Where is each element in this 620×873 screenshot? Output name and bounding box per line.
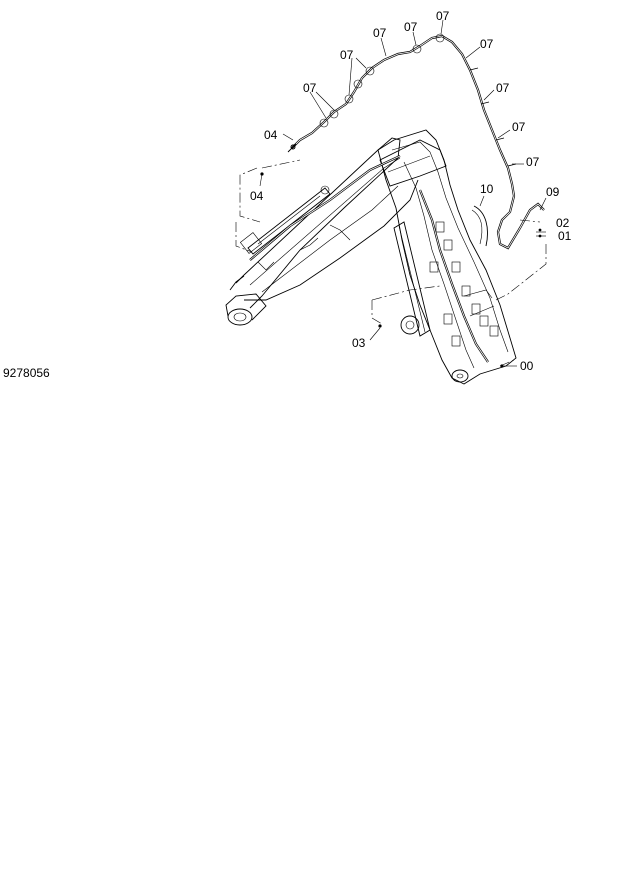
callout-04: 04 [264,128,278,142]
callout-07: 07 [303,81,317,95]
callout-03: 03 [352,336,366,350]
callout-07: 07 [340,48,354,62]
label-leaders [259,19,547,367]
callout-01: 01 [558,229,572,243]
callout-02: 02 [556,216,570,230]
callout-07: 07 [526,155,540,169]
callout-04: 04 [250,189,264,203]
part-markers [260,172,542,368]
boom-harness [249,155,401,271]
callout-00: 00 [520,359,534,373]
callout-07: 07 [436,9,450,23]
part-10-guide [471,205,488,247]
callout-07: 07 [404,20,418,34]
arm [377,129,517,385]
callouts: 07 07 07 07 07 07 07 07 07 04 04 10 09 0… [250,9,572,373]
boom [225,137,419,326]
callout-10: 10 [480,182,494,196]
callout-07: 07 [512,120,526,134]
leader-lines [235,159,547,367]
figure-number: 9278056 [3,366,50,380]
callout-09: 09 [546,185,560,199]
callout-07: 07 [480,37,494,51]
callout-07: 07 [373,26,387,40]
callout-07: 07 [496,81,510,95]
